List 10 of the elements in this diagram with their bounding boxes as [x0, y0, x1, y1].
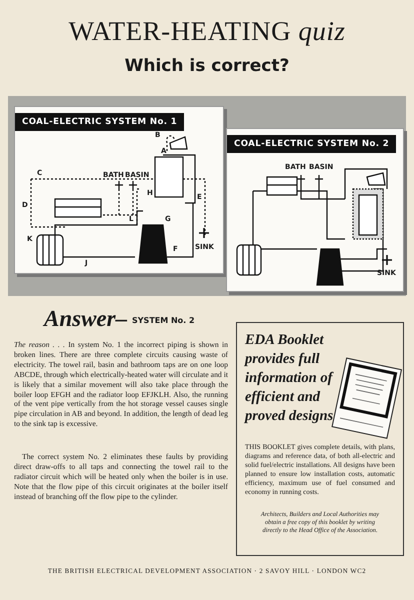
- diagram-panel: [14, 106, 224, 274]
- booklet-heading: EDA Booklet provides full information of efficient and proved designs: [245, 331, 335, 426]
- panel-heading: COAL-ELECTRIC SYSTEM No. 1: [15, 113, 184, 131]
- diagram-panel: [226, 128, 404, 292]
- subtitle: Which is correct?: [124, 56, 290, 76]
- panel-heading: COAL-ELECTRIC SYSTEM No. 2: [227, 135, 396, 153]
- page-title: WATER-HEATING quiz: [68, 16, 346, 47]
- answer-subheading: SYSTEM No. 2: [132, 316, 195, 325]
- answer-heading: Answer–: [44, 306, 128, 332]
- info-box: [236, 322, 404, 556]
